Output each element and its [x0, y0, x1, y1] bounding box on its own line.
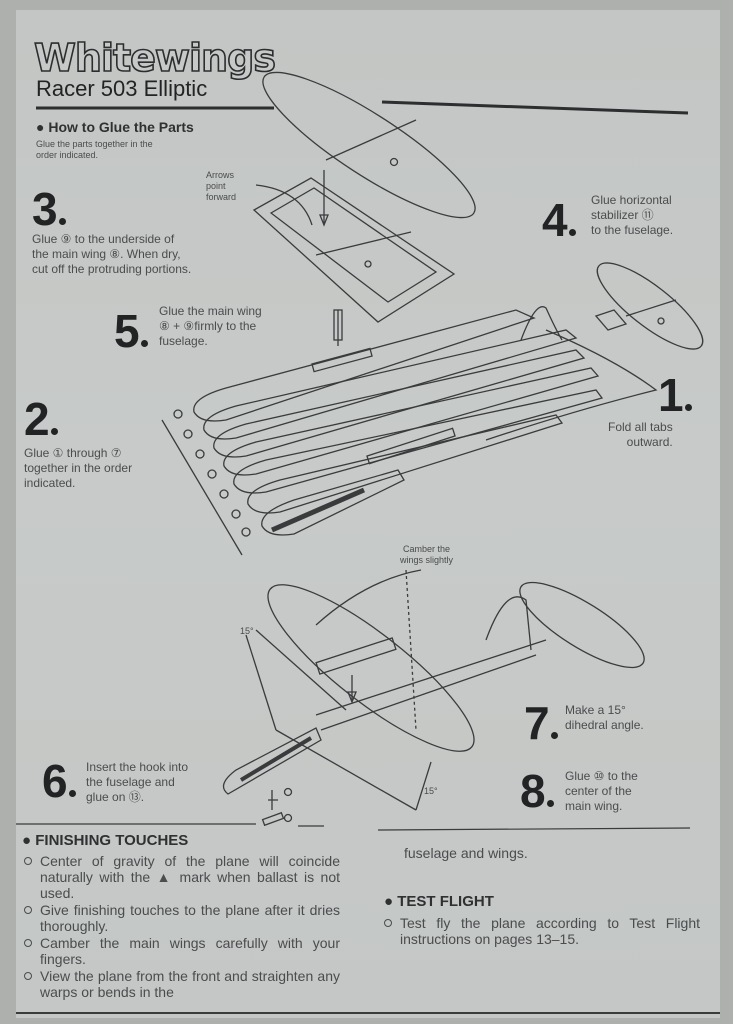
finishing-item: Camber the main wings carefully with you… — [20, 935, 340, 967]
finishing-heading-text: FINISHING TOUCHES — [35, 832, 189, 849]
assembly-illustration — [16, 71, 720, 1014]
step-1-text: Fold all tabs outward. — [608, 420, 673, 450]
glue-subtext-line: Glue the parts together in the — [36, 139, 153, 149]
angle-label-right: 15° — [424, 786, 438, 796]
arrows-note-line: point — [206, 181, 226, 191]
camber-note-line: Camber the — [403, 544, 451, 554]
finishing-continued: fuselage and wings. — [404, 845, 528, 861]
finishing-heading: ● FINISHING TOUCHES — [22, 832, 189, 849]
step-line: together in the order — [24, 461, 133, 475]
step-3-text: Glue ⑨ to the underside of the main wing… — [32, 232, 191, 277]
step-line: ⑧ + ⑨firmly to the — [159, 319, 257, 333]
step-line: the fuselage and — [86, 775, 175, 789]
step-line: Glue the main wing — [159, 304, 262, 318]
step-line: fuselage. — [159, 334, 208, 348]
fuselage-parts — [193, 306, 658, 536]
wing-part-nine — [252, 177, 456, 323]
step-number-7: 7 — [524, 696, 558, 750]
finishing-item: Center of gravity of the plane will coin… — [20, 853, 340, 901]
step-line: Fold all tabs — [608, 420, 673, 434]
step-line: Glue ① through ⑦ — [24, 446, 122, 460]
test-flight-heading-text: TEST FLIGHT — [397, 893, 494, 910]
step-line: Glue ⑨ to the underside of — [32, 232, 175, 246]
step-line: Make a 15° — [565, 703, 626, 717]
step-line: indicated. — [24, 476, 76, 490]
main-wing-outline — [262, 71, 476, 219]
step-number-8: 8 — [520, 764, 554, 818]
step-number-4: 4 — [542, 193, 576, 247]
hook-parts — [261, 787, 324, 827]
step-line: dihedral angle. — [565, 718, 644, 732]
step-number-2: 2 — [24, 392, 58, 446]
angle-label-left: 15° — [240, 626, 254, 636]
glue-subtext: Glue the parts together in the order ind… — [36, 139, 153, 161]
horizontal-stabilizer — [596, 262, 704, 350]
brand-logo: Whitewings — [33, 35, 277, 81]
test-flight-heading: ● TEST FLIGHT — [384, 893, 494, 910]
step-number-1: 1 — [658, 368, 692, 422]
step-line: Glue ⑩ to the — [565, 769, 638, 783]
step-line: to the fuselage. — [591, 223, 674, 237]
glue-heading-text: How to Glue the Parts — [48, 119, 194, 135]
arrows-note-line: forward — [206, 192, 237, 202]
part-number-markers — [161, 409, 251, 556]
step-line: glue on ⑬. — [86, 790, 145, 804]
step-line: cut off the protruding portions. — [32, 262, 192, 276]
camber-note-line: wings slightly — [400, 555, 454, 565]
step-line: outward. — [626, 435, 673, 449]
step-line: center of the — [565, 784, 632, 798]
step-5-text: Glue the main wing ⑧ + ⑨firmly to the fu… — [159, 304, 262, 349]
finishing-item: Give finishing touches to the plane afte… — [20, 902, 340, 934]
step-line: stabilizer ⑪ — [591, 208, 654, 222]
finishing-list: Center of gravity of the plane will coin… — [20, 853, 340, 1001]
camber-note: Camber the wings slightly — [400, 544, 453, 566]
glue-subtext-line: order indicated. — [36, 150, 99, 160]
glue-heading: ● How to Glue the Parts — [36, 119, 194, 135]
step-number-5: 5 — [114, 304, 148, 358]
instruction-page: Whitewings Racer 503 Elliptic ● How to G… — [16, 10, 720, 1018]
step-7-text: Make a 15° dihedral angle. — [565, 703, 644, 733]
assembled-plane — [222, 569, 645, 811]
finishing-item: View the plane from the front and straig… — [20, 968, 340, 1000]
step-line: Insert the hook into — [86, 760, 189, 774]
model-title: Racer 503 Elliptic — [36, 76, 208, 101]
step-number-6: 6 — [42, 754, 76, 808]
arrows-note-line: Arrows — [206, 170, 235, 180]
arrows-note: Arrows point forward — [206, 170, 236, 203]
step-4-text: Glue horizontal stabilizer ⑪ to the fuse… — [591, 193, 673, 238]
step-number-3: 3 — [32, 182, 66, 236]
step-line: Glue horizontal — [591, 193, 672, 207]
step-line: main wing. — [565, 799, 623, 813]
step-2-text: Glue ① through ⑦ together in the order i… — [24, 446, 132, 491]
step-8-text: Glue ⑩ to the center of the main wing. — [565, 769, 638, 814]
step-6-text: Insert the hook into the fuselage and gl… — [86, 760, 188, 805]
test-flight-list: Test fly the plane according to Test Fli… — [380, 915, 700, 948]
step-line: the main wing ⑧. When dry, — [32, 247, 181, 261]
test-flight-item: Test fly the plane according to Test Fli… — [380, 915, 700, 947]
